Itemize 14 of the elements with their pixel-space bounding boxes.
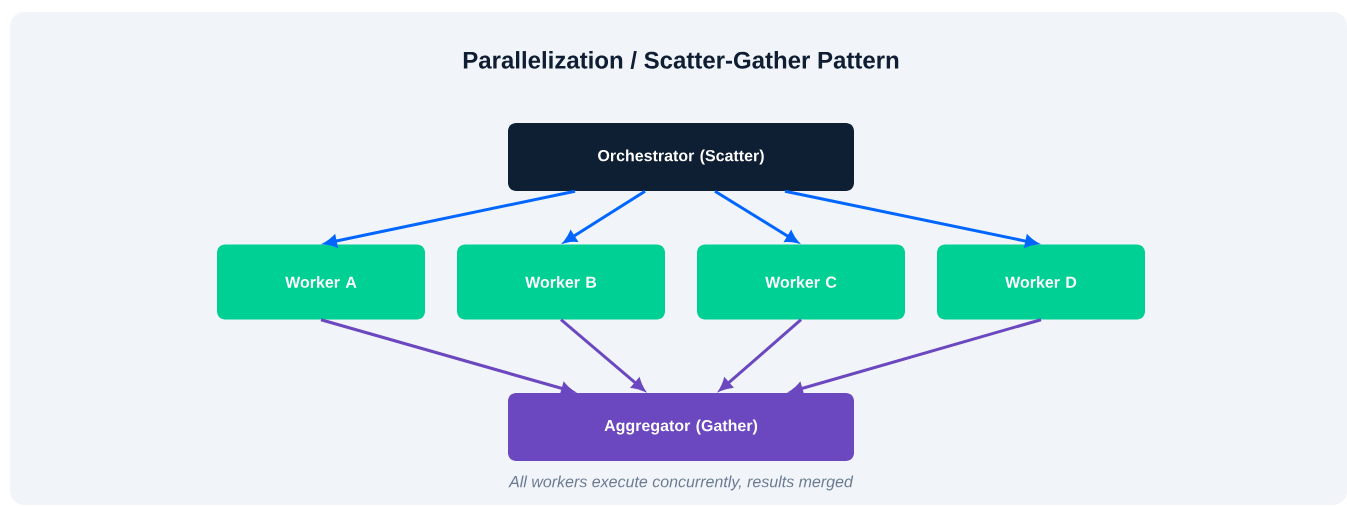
arrow bbox=[719, 318, 802, 391]
process-box: Orchestrator (Scatter) bbox=[508, 123, 854, 191]
process-box: Aggregator (Gather) bbox=[508, 393, 854, 461]
arrow bbox=[563, 189, 646, 244]
arrow bbox=[784, 189, 1038, 248]
caption: All workers execute concurrently, results merged bbox=[508, 475, 854, 491]
arrow bbox=[324, 189, 576, 248]
process-box: Worker D bbox=[937, 244, 1145, 320]
process-box: Worker A bbox=[217, 244, 425, 320]
process-box: Worker C bbox=[697, 244, 905, 320]
process-box: Worker B bbox=[457, 244, 665, 320]
arrow bbox=[560, 318, 645, 392]
arrow bbox=[714, 189, 799, 244]
title: Parallelization / Scatter-Gather Pattern bbox=[463, 51, 899, 69]
